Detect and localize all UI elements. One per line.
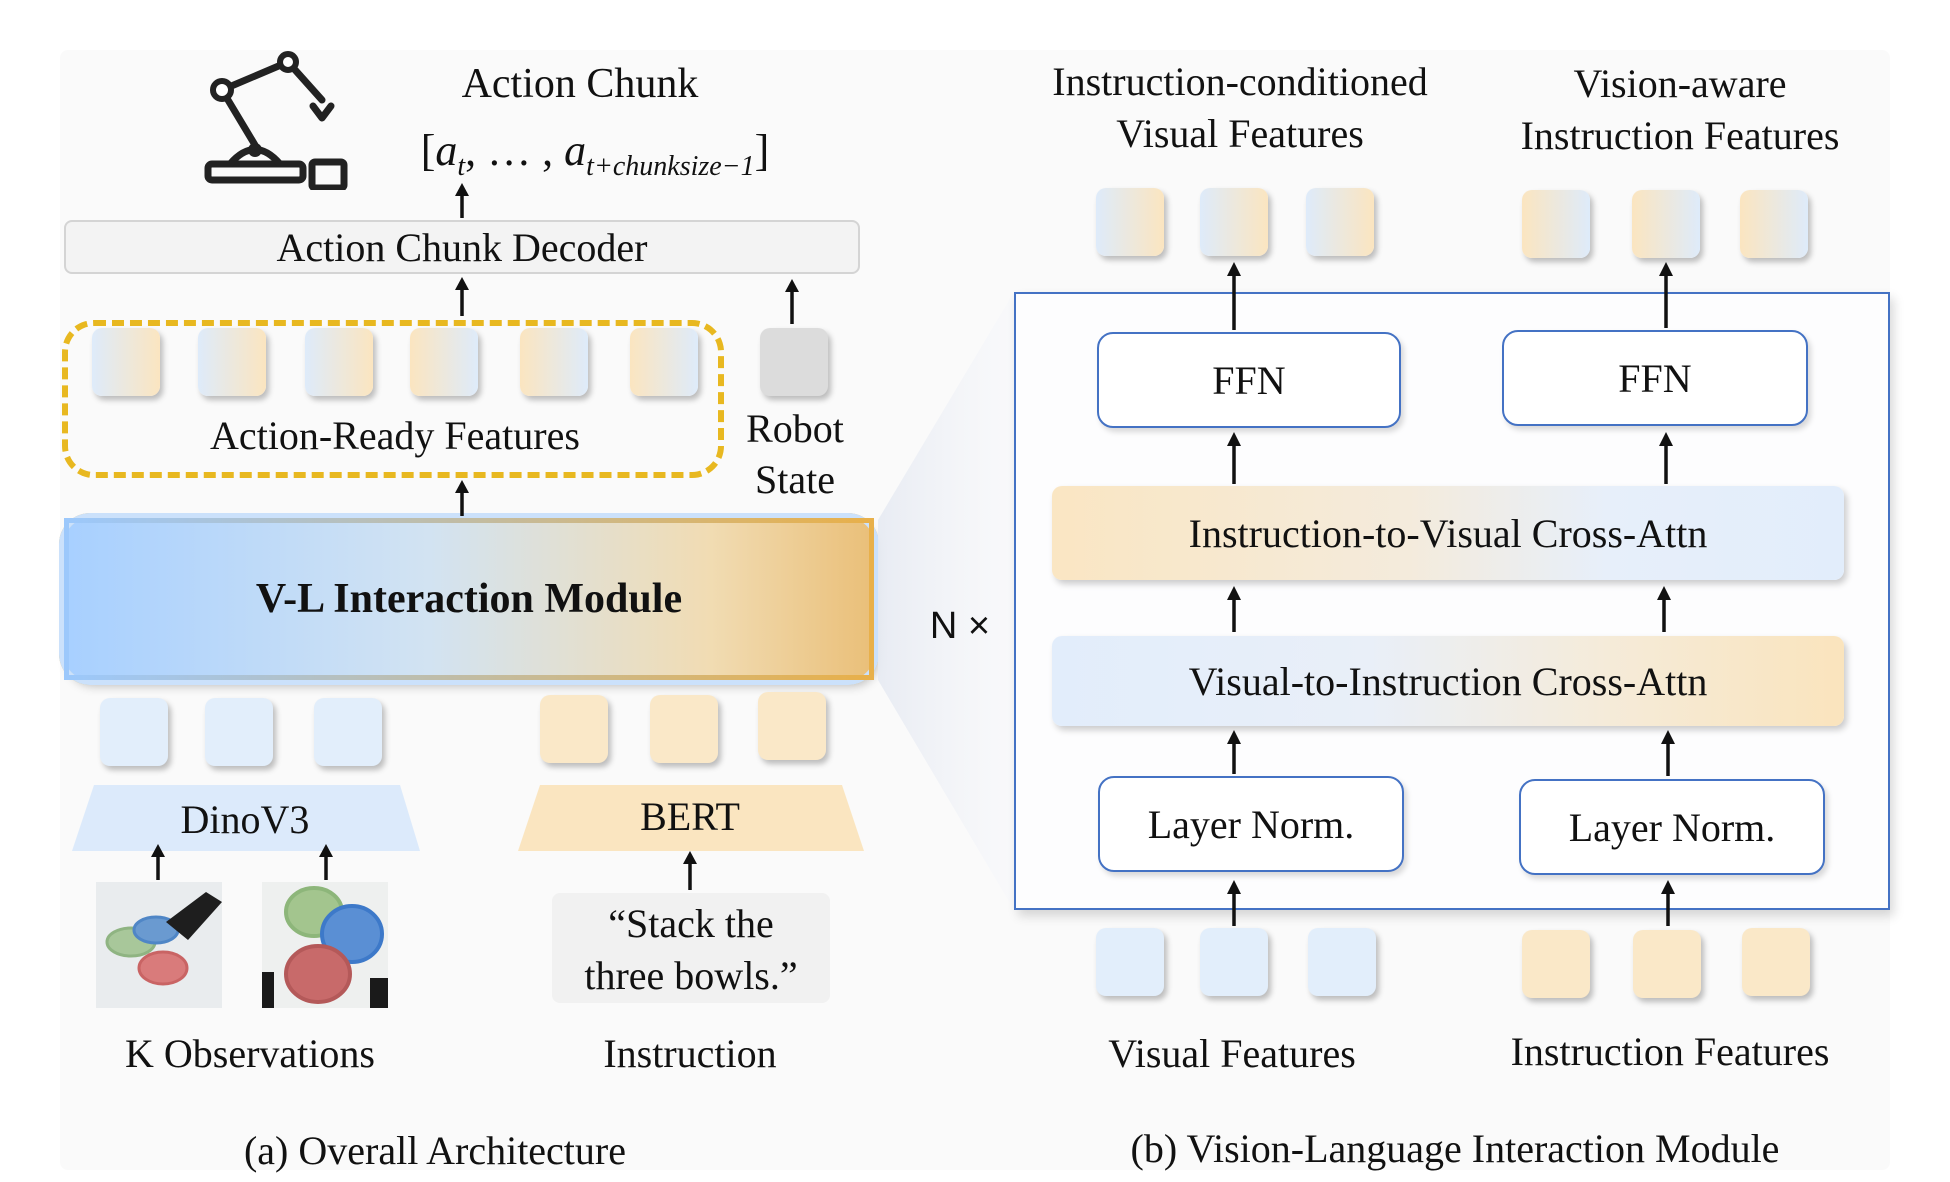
layer-norm-left-label: Layer Norm.: [1147, 801, 1355, 847]
cross-attn-i2v-label: Instruction-to-Visual Cross-Attn: [1188, 510, 1708, 556]
visual-feature-token: [1308, 928, 1376, 996]
bert-encoder-shape: [518, 785, 864, 851]
visual-features-label: Visual Features: [1108, 1031, 1356, 1076]
robot-arm-icon: [204, 51, 348, 190]
action-ready-token: [520, 328, 588, 396]
instruction-feature-token: [1522, 930, 1590, 998]
observation-image-1: [96, 882, 222, 1008]
bert-label: BERT: [640, 794, 740, 839]
instruction-to-visual-cross-attn: Instruction-to-Visual Cross-Attn: [1052, 486, 1844, 580]
instruction-token: [650, 695, 718, 763]
repeat-label: N ×: [929, 605, 991, 647]
conditioned-visual-token: [1200, 188, 1268, 256]
action-ready-token: [305, 328, 373, 396]
observation-image-2: [262, 882, 388, 1008]
visual-feature-token: [1200, 928, 1268, 996]
ffn-right: FFN: [1502, 330, 1808, 426]
instruction-feature-token: [1742, 928, 1810, 996]
instruction-text: “Stack the three bowls.”: [584, 901, 798, 998]
action-ready-token: [198, 328, 266, 396]
observations-label: K Observations: [125, 1031, 375, 1076]
caption-a: (a) Overall Architecture: [243, 1128, 626, 1173]
instruction-token: [540, 695, 608, 763]
action-ready-token: [92, 328, 160, 396]
top-left-output-title: Instruction-conditioned Visual Features: [1052, 59, 1428, 156]
vl-interaction-module: V-L Interaction Module: [64, 518, 874, 680]
robot-state-token: [760, 328, 828, 396]
dinov3-encoder-shape: [72, 785, 420, 851]
robot-state-label: Robot State: [746, 406, 844, 502]
action-chunk-decoder: Action Chunk Decoder: [64, 220, 860, 274]
ffn-left-label: FFN: [1212, 357, 1286, 403]
visual-token: [205, 698, 273, 766]
action-ready-token: [630, 328, 698, 396]
action-ready-label: Action-Ready Features: [210, 413, 580, 458]
ffn-left: FFN: [1097, 332, 1401, 428]
dinov3-label: DinoV3: [180, 797, 310, 842]
action-ready-token: [410, 328, 478, 396]
layer-norm-right: Layer Norm.: [1519, 779, 1825, 875]
ffn-right-label: FFN: [1618, 355, 1692, 401]
conditioned-visual-token: [1096, 188, 1164, 256]
instruction-token: [758, 692, 826, 760]
instruction-label: Instruction: [603, 1031, 777, 1076]
visual-feature-token: [1096, 928, 1164, 996]
visual-token: [100, 698, 168, 766]
visual-to-instruction-cross-attn: Visual-to-Instruction Cross-Attn: [1052, 636, 1844, 726]
vl-module-label: V-L Interaction Module: [255, 576, 683, 622]
decoder-label: Action Chunk Decoder: [276, 224, 648, 270]
conditioned-visual-token: [1306, 188, 1374, 256]
cross-attn-v2i-label: Visual-to-Instruction Cross-Attn: [1188, 658, 1708, 704]
action-chunk-title: Action Chunk: [461, 61, 699, 107]
action-ready-features-group: [62, 320, 724, 478]
top-right-output-title: Vision-aware Instruction Features: [1520, 61, 1840, 158]
layer-norm-right-label: Layer Norm.: [1568, 804, 1776, 850]
instruction-features-label: Instruction Features: [1510, 1029, 1830, 1074]
action-chunk-formula: [at, … , at+chunksize−1]: [420, 126, 770, 182]
instruction-text-box: [552, 893, 830, 1003]
aware-instruction-token: [1740, 190, 1808, 258]
aware-instruction-token: [1522, 190, 1590, 258]
instruction-feature-token: [1633, 930, 1701, 998]
layer-norm-left: Layer Norm.: [1098, 776, 1404, 872]
aware-instruction-token: [1632, 190, 1700, 258]
caption-b: (b) Vision-Language Interaction Module: [1130, 1126, 1780, 1171]
visual-token: [314, 698, 382, 766]
